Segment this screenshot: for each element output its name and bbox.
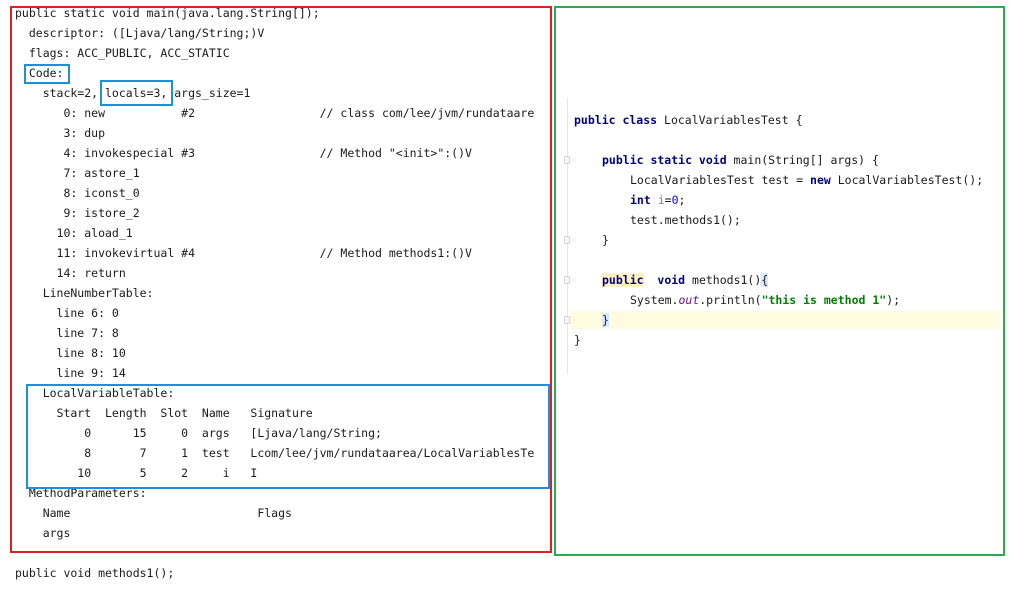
matched-brace: { (761, 273, 769, 287)
fold-marker-icon[interactable] (564, 236, 570, 244)
matched-brace: } (602, 313, 609, 327)
source-line-int: int i=0; (630, 193, 685, 207)
source-line-methods1: public void methods1(){ (602, 273, 769, 287)
bytecode-line: line 7: 8 (15, 326, 119, 340)
call-end: ); (886, 293, 901, 307)
bytecode-line: flags: ACC_PUBLIC, ACC_STATIC (15, 46, 230, 60)
unused-variable: i (650, 193, 665, 207)
keyword: void (657, 273, 686, 287)
bytecode-line: Code: (15, 66, 64, 80)
fold-marker-icon[interactable] (564, 156, 570, 164)
class-ref: System. (630, 293, 679, 307)
number-literal: 0 (671, 193, 679, 207)
class-name: LocalVariablesTest { (657, 113, 803, 127)
operator: = (664, 193, 672, 207)
bytecode-line: Name Flags (15, 506, 292, 520)
bytecode-line: public static void main(java.lang.String… (15, 6, 320, 20)
keyword: public (602, 273, 644, 287)
decl: LocalVariablesTest test = (630, 173, 811, 187)
ctor-call: LocalVariablesTest(); (830, 173, 984, 187)
keyword: int (630, 193, 651, 207)
bytecode-line: descriptor: ([Ljava/lang/String;)V (15, 26, 265, 40)
bytecode-line: 14: return (15, 266, 126, 280)
static-field: out (678, 293, 700, 307)
methods1-signature: public void methods1(); (15, 566, 175, 580)
method-signature: main(String[] args) { (726, 153, 879, 167)
bytecode-line: 8: iconst_0 (15, 186, 140, 200)
code-highlight-box (24, 64, 70, 84)
bytecode-line: 3: dup (15, 126, 106, 140)
fold-marker-icon[interactable] (564, 276, 570, 284)
bytecode-line: 10 5 2 i I (15, 466, 258, 480)
source-panel-frame (554, 6, 1005, 556)
string-literal: "this is method 1" (761, 293, 887, 307)
source-line-close: } (602, 313, 609, 327)
bytecode-line: stack=2, locals=3, args_size=1 (15, 86, 251, 100)
bytecode-line: line 6: 0 (15, 306, 119, 320)
local-variable-table-highlight-box (26, 384, 550, 489)
bytecode-line: 10: aload_1 (15, 226, 133, 240)
source-line-main: public static void main(String[] args) { (602, 153, 879, 167)
source-line-ctor: LocalVariablesTest test = new LocalVaria… (630, 173, 983, 187)
bytecode-line: 8 7 1 test Lcom/lee/jvm/rundataarea/Loca… (15, 446, 535, 460)
keyword: public static void (602, 153, 727, 167)
bytecode-panel-frame (10, 6, 552, 553)
current-line-highlight (570, 311, 1000, 329)
bytecode-line: 4: invokespecial #3 // Method "<init>":(… (15, 146, 472, 160)
bytecode-line: 9: istore_2 (15, 206, 140, 220)
source-line-class: public class LocalVariablesTest { (574, 113, 803, 127)
source-line-call: test.methods1(); (630, 213, 741, 227)
source-line-close: } (602, 233, 609, 247)
keyword: new (810, 173, 831, 187)
bytecode-line: MethodParameters: (15, 486, 147, 500)
bytecode-line: LocalVariableTable: (15, 386, 175, 400)
source-line-println: System.out.println("this is method 1"); (630, 293, 900, 307)
source-line-close: } (574, 333, 581, 347)
bytecode-line: 11: invokevirtual #4 // Method methods1:… (15, 246, 472, 260)
bytecode-line: line 9: 14 (15, 366, 126, 380)
bytecode-line: args (15, 526, 71, 540)
bytecode-line: LineNumberTable: (15, 286, 154, 300)
keyword: public class (574, 113, 658, 127)
bytecode-line: Start Length Slot Name Signature (15, 406, 313, 420)
bytecode-line: 0: new #2 // class com/lee/jvm/rundataar… (15, 106, 535, 120)
semicolon: ; (678, 193, 686, 207)
fold-marker-icon[interactable] (564, 316, 570, 324)
bytecode-line: 7: astore_1 (15, 166, 140, 180)
bytecode-line: 0 15 0 args [Ljava/lang/String; (15, 426, 382, 440)
method-call: .println( (699, 293, 762, 307)
bytecode-line: line 8: 10 (15, 346, 126, 360)
locals-highlight-box (100, 80, 173, 106)
method-name: methods1() (685, 273, 762, 287)
